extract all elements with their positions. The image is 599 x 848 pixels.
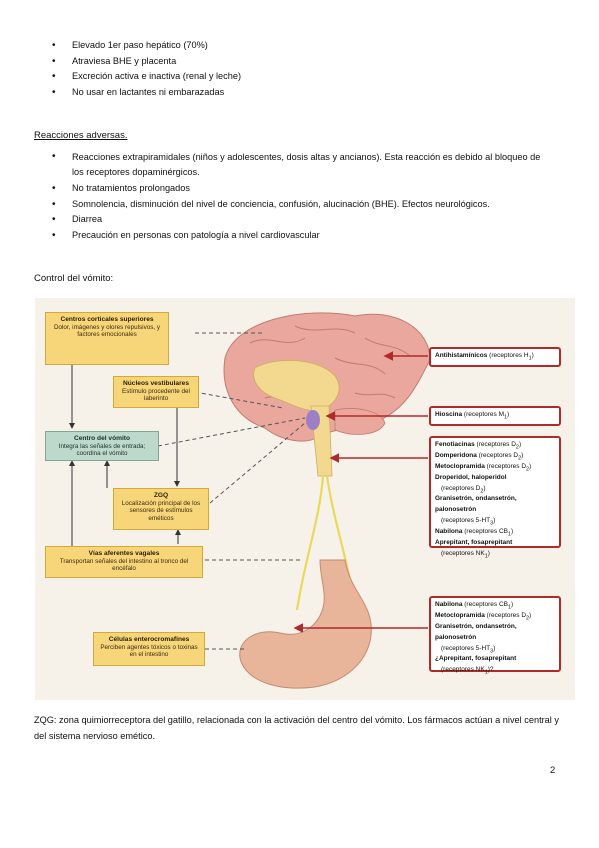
cortical-centers-box: Centros corticales superiores Dolor, imá… <box>45 312 169 365</box>
drug-line: Aprepitant, fosaprepitant <box>435 539 513 547</box>
vomit-control-figure: Centros corticales superiores Dolor, imá… <box>35 298 575 700</box>
box-text: Perciben agentes tóxicos o toxinas en el… <box>100 643 198 659</box>
list-item: Elevado 1er paso hepático (70%) <box>52 38 241 54</box>
drug-line: Granisetrón, ondansetrón, <box>435 622 517 630</box>
drug-line: Nabilona (receptores CB1) <box>435 601 514 611</box>
list-item: Somnolencia, disminución del nivel de co… <box>52 197 552 213</box>
drug-line: Metoclopramida (receptores D2) <box>435 611 532 622</box>
drug-line: ¿Aprepitant, fosaprepitant <box>435 655 517 663</box>
drug-line: Hioscina (receptores M1) <box>435 411 510 421</box>
enterochromaffin-box: Células enterocromafines Perciben agente… <box>93 632 205 666</box>
hyoscine-box: Hioscina (receptores M1) <box>429 406 561 426</box>
anatomy-illustration <box>69 312 431 689</box>
drug-line: palonosetrón <box>435 506 477 514</box>
drug-line: Domperidona (receptores D2) <box>435 451 524 462</box>
box-title: ZGQ <box>153 492 169 499</box>
drug-line: palonosetrón <box>435 633 477 641</box>
box-title: Centro del vómito <box>73 435 131 442</box>
stomach-shape <box>239 559 372 689</box>
drug-line: Granisetrón, ondansetrón, <box>435 495 517 503</box>
box-text: Estímulo procedente del laberinto <box>122 387 190 403</box>
central-drugs-box: Fenotiacinas (receptores D2)Domperidona … <box>429 436 561 559</box>
list-item: No tratamientos prolongados <box>52 181 552 197</box>
figure-caption: ZQG: zona quimiorreceptora del gatillo, … <box>34 715 559 741</box>
list-item: Reacciones extrapiramidales (niños y ado… <box>52 150 552 179</box>
ctz-marker <box>306 410 320 430</box>
list-item: No usar en lactantes ni embarazadas <box>52 85 241 101</box>
vagal-afferent-box: Vías aferentes vagales Transportan señal… <box>45 546 203 578</box>
drug-line: Antihistamínicos (receptores H1) <box>435 352 534 362</box>
list-item: Diarrea <box>52 212 552 228</box>
box-title: Centros corticales superiores <box>60 316 154 323</box>
box-title: Vías aferentes vagales <box>88 550 160 557</box>
drug-line: (receptores 5-HT3) <box>441 644 496 654</box>
drug-line: Nabilona (receptores CB1) <box>435 528 514 538</box>
drug-line: Droperidol, haloperidol <box>435 473 507 481</box>
box-title: Células enterocromafines <box>108 636 190 643</box>
box-text: Dolor, imágenes y olores repulsivos, y f… <box>53 323 161 339</box>
ctz-box: ZGQ Localización principal de los sensor… <box>113 488 209 530</box>
vagal-nerve <box>295 475 325 611</box>
vomit-center-box: Centro del vómito Integra las señales de… <box>45 431 159 461</box>
drug-line: (receptores D2) <box>441 484 486 494</box>
drug-line: (receptores NK1) <box>441 549 490 560</box>
box-text: Localización principal de los sensores d… <box>121 499 201 522</box>
vestibular-nuclei-box: Núcleos vestibulares Estímulo procedente… <box>113 376 199 408</box>
box-title: Núcleos vestibulares <box>123 380 189 387</box>
page-number: 2 <box>550 765 556 776</box>
peripheral-drugs-box: Nabilona (receptores CB1)Metoclopramida … <box>429 596 561 676</box>
list-item: Excreción activa e inactiva (renal y lec… <box>52 69 241 85</box>
adverse-reactions-heading: Reacciones adversas. <box>34 130 128 141</box>
list-item: Atraviesa BHE y placenta <box>52 54 241 70</box>
drug-line: (receptores NK1)? <box>441 666 494 676</box>
drug-line: Fenotiacinas (receptores D2) <box>435 441 522 451</box>
pharmacokinetics-list: Elevado 1er paso hepático (70%) Atravies… <box>52 38 241 100</box>
box-text: Transportan señales del intestino al tro… <box>59 557 189 573</box>
box-text: Integra las señales de entrada; coordina… <box>58 442 146 458</box>
adverse-reactions-list: Reacciones extrapiramidales (niños y ado… <box>52 150 552 243</box>
antihistamines-box: Antihistamínicos (receptores H1) <box>429 347 561 367</box>
drug-line: Metoclopramida (receptores D2) <box>435 462 532 473</box>
drug-line: (receptores 5-HT3) <box>441 517 496 527</box>
list-item: Precaución en personas con patología a n… <box>52 228 552 244</box>
vomit-control-heading: Control del vómito: <box>34 273 114 284</box>
